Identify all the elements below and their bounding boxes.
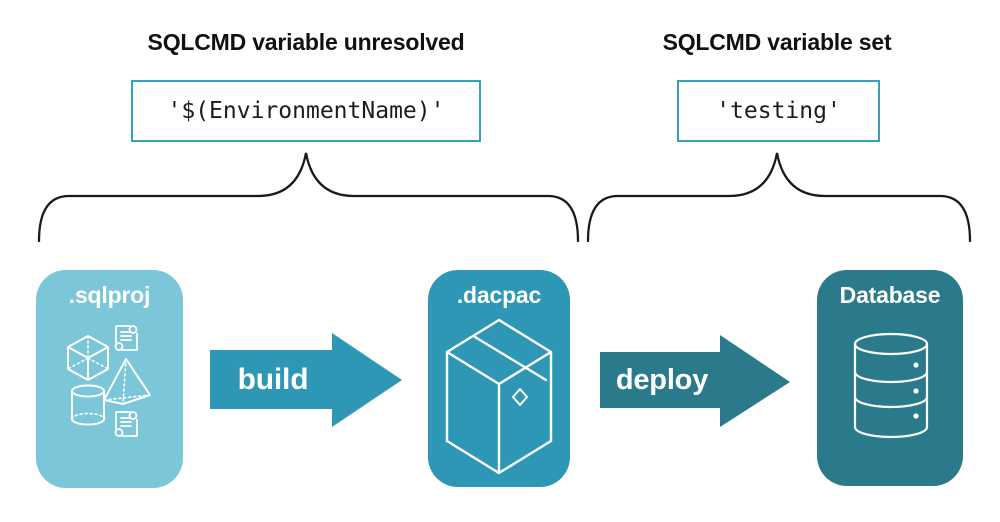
script-scroll-icon [114, 411, 138, 437]
node-dacpac-label: .dacpac [456, 282, 542, 308]
cube-icon [67, 335, 109, 381]
curly-braces [37, 152, 972, 243]
build-arrow-shape [210, 333, 402, 427]
node-dacpac: .dacpac [428, 270, 570, 487]
code-box-resolved: 'testing' [677, 80, 880, 142]
node-database: Database [817, 270, 963, 486]
code-resolved-value: 'testing' [716, 98, 841, 124]
right-brace [586, 152, 972, 243]
left-brace [37, 152, 580, 243]
build-arrow-label: build [237, 362, 309, 396]
heading-resolved: SQLCMD variable set [662, 29, 892, 55]
node-database-label: Database [839, 282, 941, 308]
deploy-arrow-shape [600, 335, 790, 427]
build-arrow [210, 333, 402, 427]
deploy-arrow [600, 335, 790, 427]
script-scroll-icon [114, 325, 138, 351]
cylinder-icon [71, 384, 105, 426]
sql-objects-icon [67, 325, 151, 437]
database-icon [853, 332, 929, 439]
node-sqlproj-label: .sqlproj [68, 282, 151, 308]
code-box-unresolved: '$(EnvironmentName)' [131, 80, 481, 142]
node-sqlproj: .sqlproj [36, 270, 183, 488]
package-icon [445, 318, 553, 475]
deploy-arrow-label: deploy [615, 363, 709, 396]
heading-unresolved: SQLCMD variable unresolved [147, 29, 465, 55]
code-unresolved-value: '$(EnvironmentName)' [167, 98, 445, 124]
pyramid-icon [103, 358, 151, 405]
